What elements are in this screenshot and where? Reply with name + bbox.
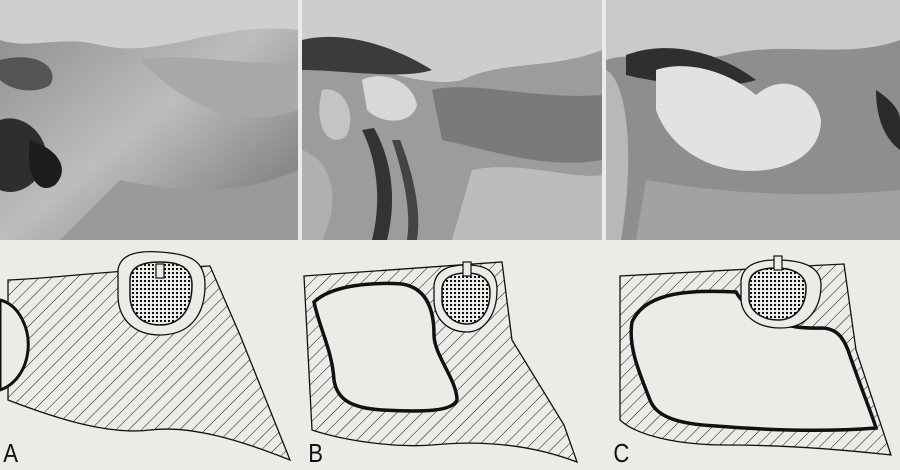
panel-label-a: A xyxy=(3,440,18,466)
diagram-b xyxy=(302,240,602,470)
diagram-a xyxy=(0,240,298,470)
photo-a xyxy=(0,0,298,240)
panel-label-b: B xyxy=(308,440,323,466)
diagram-c xyxy=(606,240,900,470)
panel-label-c: C xyxy=(613,440,629,466)
photo-c xyxy=(606,0,900,240)
photo-b xyxy=(302,0,602,240)
